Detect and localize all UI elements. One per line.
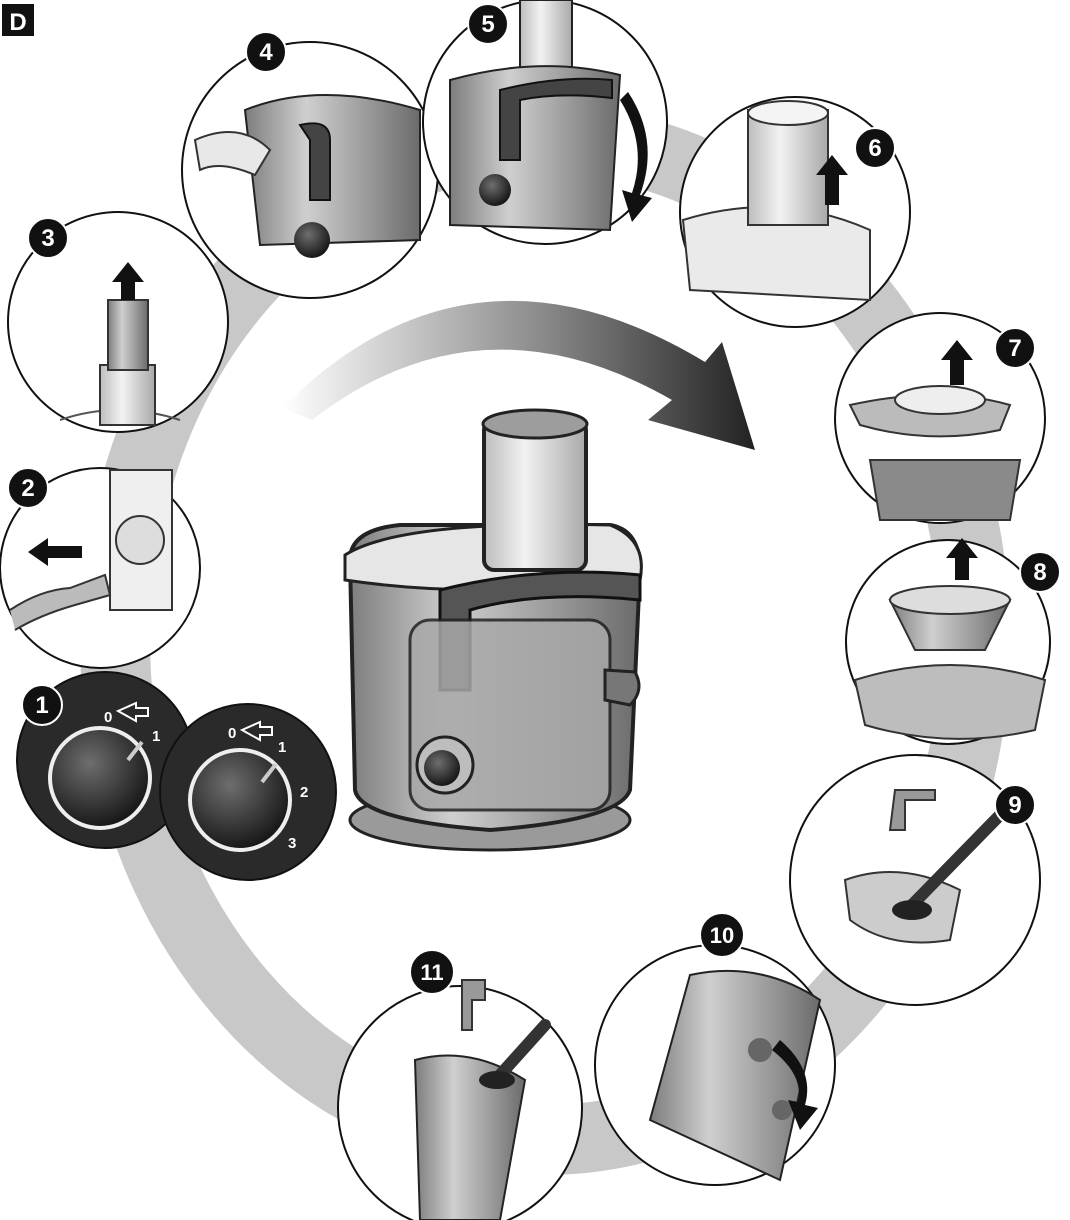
step-panel-10 bbox=[594, 944, 836, 1186]
step-number: 10 bbox=[710, 923, 734, 948]
section-label-text: D bbox=[9, 9, 26, 36]
step-panel-5 bbox=[422, 0, 668, 245]
step-panel-7 bbox=[834, 312, 1046, 524]
up-arrow-icon bbox=[112, 262, 144, 300]
dial-a-label: 1 bbox=[152, 728, 160, 745]
hand-icon bbox=[193, 131, 272, 177]
faucet-icon bbox=[461, 979, 486, 1031]
dial-b-label: 3 bbox=[288, 835, 296, 852]
step-number: 8 bbox=[1033, 559, 1046, 586]
step-panel-4 bbox=[181, 41, 439, 299]
step-number: 7 bbox=[1008, 335, 1021, 362]
step-badge-2: 2 bbox=[7, 467, 49, 509]
step-panel-2 bbox=[0, 467, 201, 669]
faucet-icon bbox=[888, 789, 936, 831]
step-panel-6 bbox=[679, 96, 911, 328]
step-number: 6 bbox=[868, 135, 881, 162]
step-badge-5: 5 bbox=[467, 3, 509, 45]
step-badge-3: 3 bbox=[27, 217, 69, 259]
speed-dial-a: 0 1 2 bbox=[16, 671, 194, 849]
step-number: 4 bbox=[259, 39, 273, 66]
dial-b-label: 2 bbox=[300, 784, 308, 801]
step-number: 1 bbox=[35, 692, 48, 719]
step-panel-9 bbox=[789, 754, 1041, 1006]
step-badge-10: 10 bbox=[699, 912, 745, 958]
rotate-arrow-icon bbox=[620, 92, 652, 222]
juicer-appliance-illustration bbox=[343, 408, 643, 852]
power-plug-icon bbox=[9, 573, 112, 631]
step-badges: 1 2 3 4 5 6 7 8 bbox=[7, 3, 1061, 995]
process-direction-arrow bbox=[282, 300, 755, 450]
step-badge-6: 6 bbox=[854, 127, 896, 169]
step-panel-3 bbox=[7, 211, 229, 433]
step-panel-11 bbox=[337, 979, 583, 1220]
dial-b-label: 0 bbox=[228, 725, 236, 742]
up-arrow-icon bbox=[816, 155, 848, 205]
step-number: 5 bbox=[481, 11, 494, 38]
step-badge-4: 4 bbox=[245, 31, 287, 73]
brush-icon bbox=[906, 809, 1006, 911]
pour-arrow-icon bbox=[772, 1040, 818, 1130]
section-label: D bbox=[2, 4, 34, 36]
dial-a-label: 0 bbox=[104, 709, 112, 726]
left-arrow-icon bbox=[28, 538, 82, 566]
up-arrow-icon bbox=[946, 538, 978, 580]
step-badge-9: 9 bbox=[994, 784, 1036, 826]
step-badge-7: 7 bbox=[994, 327, 1036, 369]
speed-dial-b: 0 1 2 3 bbox=[159, 703, 337, 881]
step-badge-8: 8 bbox=[1019, 551, 1061, 593]
arrow-left-icon bbox=[115, 701, 149, 723]
dial-b-label: 1 bbox=[278, 739, 286, 756]
up-arrow-icon bbox=[941, 340, 973, 385]
step-panel-8 bbox=[845, 538, 1051, 745]
step-number: 2 bbox=[21, 475, 34, 502]
step-number: 3 bbox=[41, 225, 54, 252]
step-badge-1: 1 bbox=[21, 684, 63, 726]
step-number: 11 bbox=[420, 960, 443, 985]
arrow-left-icon bbox=[239, 720, 273, 742]
step-badge-11: 11 bbox=[409, 949, 455, 995]
step-number: 9 bbox=[1008, 792, 1021, 819]
brush-icon bbox=[494, 1019, 551, 1081]
